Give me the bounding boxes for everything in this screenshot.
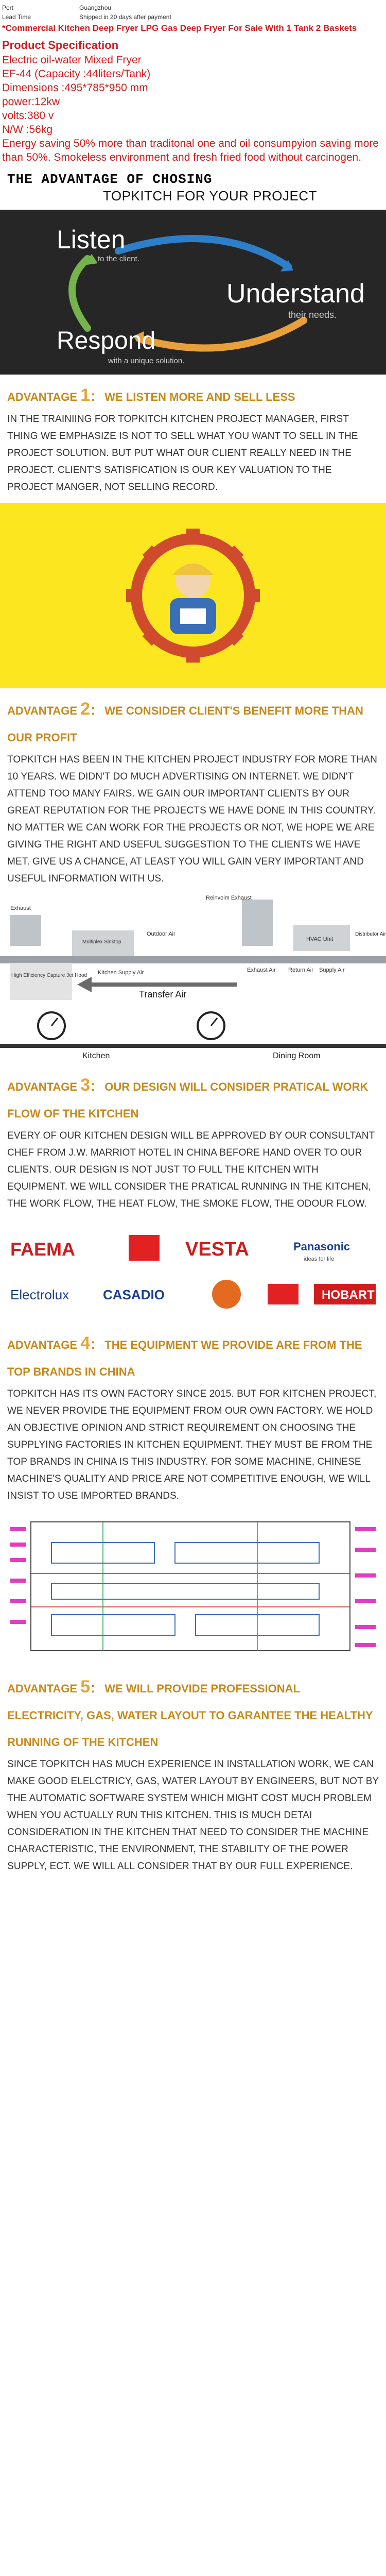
dining-room-label: Dining Room — [273, 1052, 320, 1060]
electrolux-logo: Electrolux — [10, 1287, 69, 1302]
advantage-5-heading: ADVANTAGE 5： WE WILL PROVIDE PROFESSIONA… — [7, 1677, 373, 1749]
lead-time-value: Shipped in 20 days after payment — [79, 13, 171, 21]
advantage-title: WE CONSIDER CLIENT'S BENEFIT MORE THAN O… — [7, 704, 363, 744]
respond-word: Respond — [57, 327, 155, 354]
supply-air-label: Supply Air — [319, 967, 345, 973]
spec-item: Electric oil-water Mixed Fryer — [2, 54, 142, 66]
spec-item: EF-44 (Capacity :44liters/Tank) — [2, 68, 151, 80]
hobart-badge — [314, 1284, 376, 1304]
engineer-illustration — [0, 503, 386, 688]
spec-item: N/W :56kg — [2, 124, 53, 135]
spec-heading: Product Specification — [2, 39, 119, 52]
advantage-prefix: ADVANTAGE — [7, 704, 78, 717]
brand-emblem-logo — [212, 1280, 241, 1309]
advantage-2-body: TOPKITCH HAS BEEN IN THE KITCHEN PROJECT… — [7, 754, 377, 884]
advantage-3-heading: ADVANTAGE 3： OUR DESIGN WILL CONSIDER PR… — [7, 1075, 369, 1120]
panasonic-tagline: ideas for life — [304, 1256, 334, 1262]
advantage-number: 4 — [80, 1333, 91, 1353]
hobart-logo: HOBART — [322, 1288, 375, 1302]
kitchen-label: Kitchen — [82, 1052, 110, 1060]
lead-time-row: Lead Time Shipped in 20 days after payme… — [2, 12, 384, 22]
capture-hood-label: High Efficiency Capture Jet Hood — [11, 973, 87, 978]
floor-plan-drawing — [10, 1521, 376, 1651]
panasonic-logo: Panasonic — [293, 1240, 350, 1253]
advantage-5-body: SINCE TOPKITCH HAS MUCH EXPERIENCE IN IN… — [7, 1759, 379, 1872]
advantage-title: WE LISTEN MORE AND SELL LESS — [104, 391, 295, 403]
port-label: Port — [2, 4, 14, 11]
kitchen-supply-label: Kitchen Supply Air — [98, 970, 144, 976]
advantage-prefix: ADVANTAGE — [7, 1682, 78, 1695]
advantage-number: 2 — [80, 699, 91, 719]
brand-badge-logo — [268, 1284, 299, 1304]
advantage-prefix: ADVANTAGE — [7, 1338, 78, 1351]
spec-list: Electric oil-water Mixed Fryer EF-44 (Ca… — [0, 53, 386, 164]
advantage-title: OUR DESIGN WILL CONSIDER PRATICAL WORK F… — [7, 1080, 369, 1120]
advantage-2-heading: ADVANTAGE 2： WE CONSIDER CLIENT'S BENEFI… — [7, 699, 363, 744]
advantage-number: 5 — [80, 1677, 91, 1697]
listen-word: Listen — [57, 225, 125, 254]
hvac-label: HVAC Unit — [306, 936, 333, 942]
cycle-graphic: Listen to the client. Understand their n… — [57, 225, 365, 365]
transfer-air-label: Transfer Air — [139, 989, 186, 999]
spec-item: Energy saving 50% more than traditonal o… — [2, 138, 379, 163]
understand-word: Understand — [226, 279, 365, 309]
advantage-4-heading: ADVANTAGE 4： THE EQUIPMENT WE PROVIDE AR… — [7, 1333, 362, 1378]
casadio-logo: CASADIO — [103, 1287, 165, 1302]
port-value: Guangzhou — [79, 4, 112, 11]
advantage-1-heading: ADVANTAGE 1： WE LISTEN MORE AND SELL LES… — [7, 385, 295, 405]
advantage-number: 3 — [80, 1075, 91, 1095]
advantage-prefix: ADVANTAGE — [7, 391, 78, 403]
multiplex-label: Multiplex Sinktop — [82, 939, 121, 945]
gear-icon — [126, 529, 260, 663]
port-row: Port Guangzhou — [2, 3, 384, 12]
faema-logo: FAEMA — [10, 1239, 75, 1260]
banner-subtitle: TOPKITCH FOR YOUR PROJECT — [103, 188, 318, 204]
listen-understand-respond-image: Listen to the client. Understand their n… — [0, 210, 386, 375]
transfer-air-diagram: Exhaust Reinvoim Exhaust Outdoor Air Mul… — [0, 895, 386, 1060]
advantage-title: WE WILL PROVIDE PROFESSIONAL ELECTRICITY… — [7, 1682, 373, 1749]
spec-item: volts:380 v — [2, 110, 54, 122]
product-page: Port Guangzhou Lead Time Shipped in 20 d… — [0, 0, 386, 1872]
vesta-logo: VESTA — [185, 1239, 249, 1260]
listen-sub: to the client. — [98, 255, 139, 263]
kitchen-layout-drawing — [0, 1512, 386, 1666]
exhaust-air-label: Exhaust Air — [247, 967, 276, 973]
advantage-title: THE EQUIPMENT WE PROVIDE ARE FROM THE TO… — [7, 1338, 362, 1378]
shipping-info: Port Guangzhou Lead Time Shipped in 20 d… — [0, 0, 386, 22]
product-title: *Commercial Kitchen Deep Fryer LPG Gas D… — [2, 23, 357, 33]
advantage-prefix: ADVANTAGE — [7, 1080, 78, 1093]
spec-item: Dimensions :495*785*950 mm — [2, 82, 148, 94]
lead-time-label: Lead Time — [2, 13, 31, 21]
banner-title: THE ADVANTAGE OF CHOSING — [7, 172, 213, 187]
respond-sub: with a unique solution. — [108, 357, 184, 365]
reinvoim-label: Reinvoim Exhaust — [206, 895, 252, 901]
advantage-banner: THE ADVANTAGE OF CHOSING TOPKITCH FOR YO… — [0, 172, 386, 204]
brand-logo-grid: FAEMA VESTA Panasonic ideas for life Ele… — [10, 1235, 376, 1309]
brand-logos: FAEMA VESTA Panasonic ideas for life Ele… — [0, 1219, 386, 1323]
advantage-1-body: IN THE TRAINIING FOR TOPKITCH KITCHEN PR… — [7, 414, 358, 493]
distributor-label: Distributor Air — [355, 931, 386, 937]
exhaust-label: Exhaust — [10, 905, 31, 911]
advantage-number: 1 — [80, 385, 91, 405]
understand-sub: their needs. — [288, 310, 337, 320]
air-flow-diagram: Exhaust Reinvoim Exhaust Outdoor Air Mul… — [0, 894, 386, 1064]
advantage-4-body: TOPKITCH HAS ITS OWN FACTORY SINCE 2015.… — [7, 1388, 377, 1501]
return-air-label: Return Air — [288, 967, 313, 973]
outdoor-air-label: Outdoor Air — [147, 931, 176, 937]
spec-item: power:12kw — [2, 96, 60, 108]
advantage-3-body: EVERY OF OUR KITCHEN DESIGN WILL BE APPR… — [7, 1130, 375, 1209]
chinese-brand-logo — [129, 1235, 160, 1261]
